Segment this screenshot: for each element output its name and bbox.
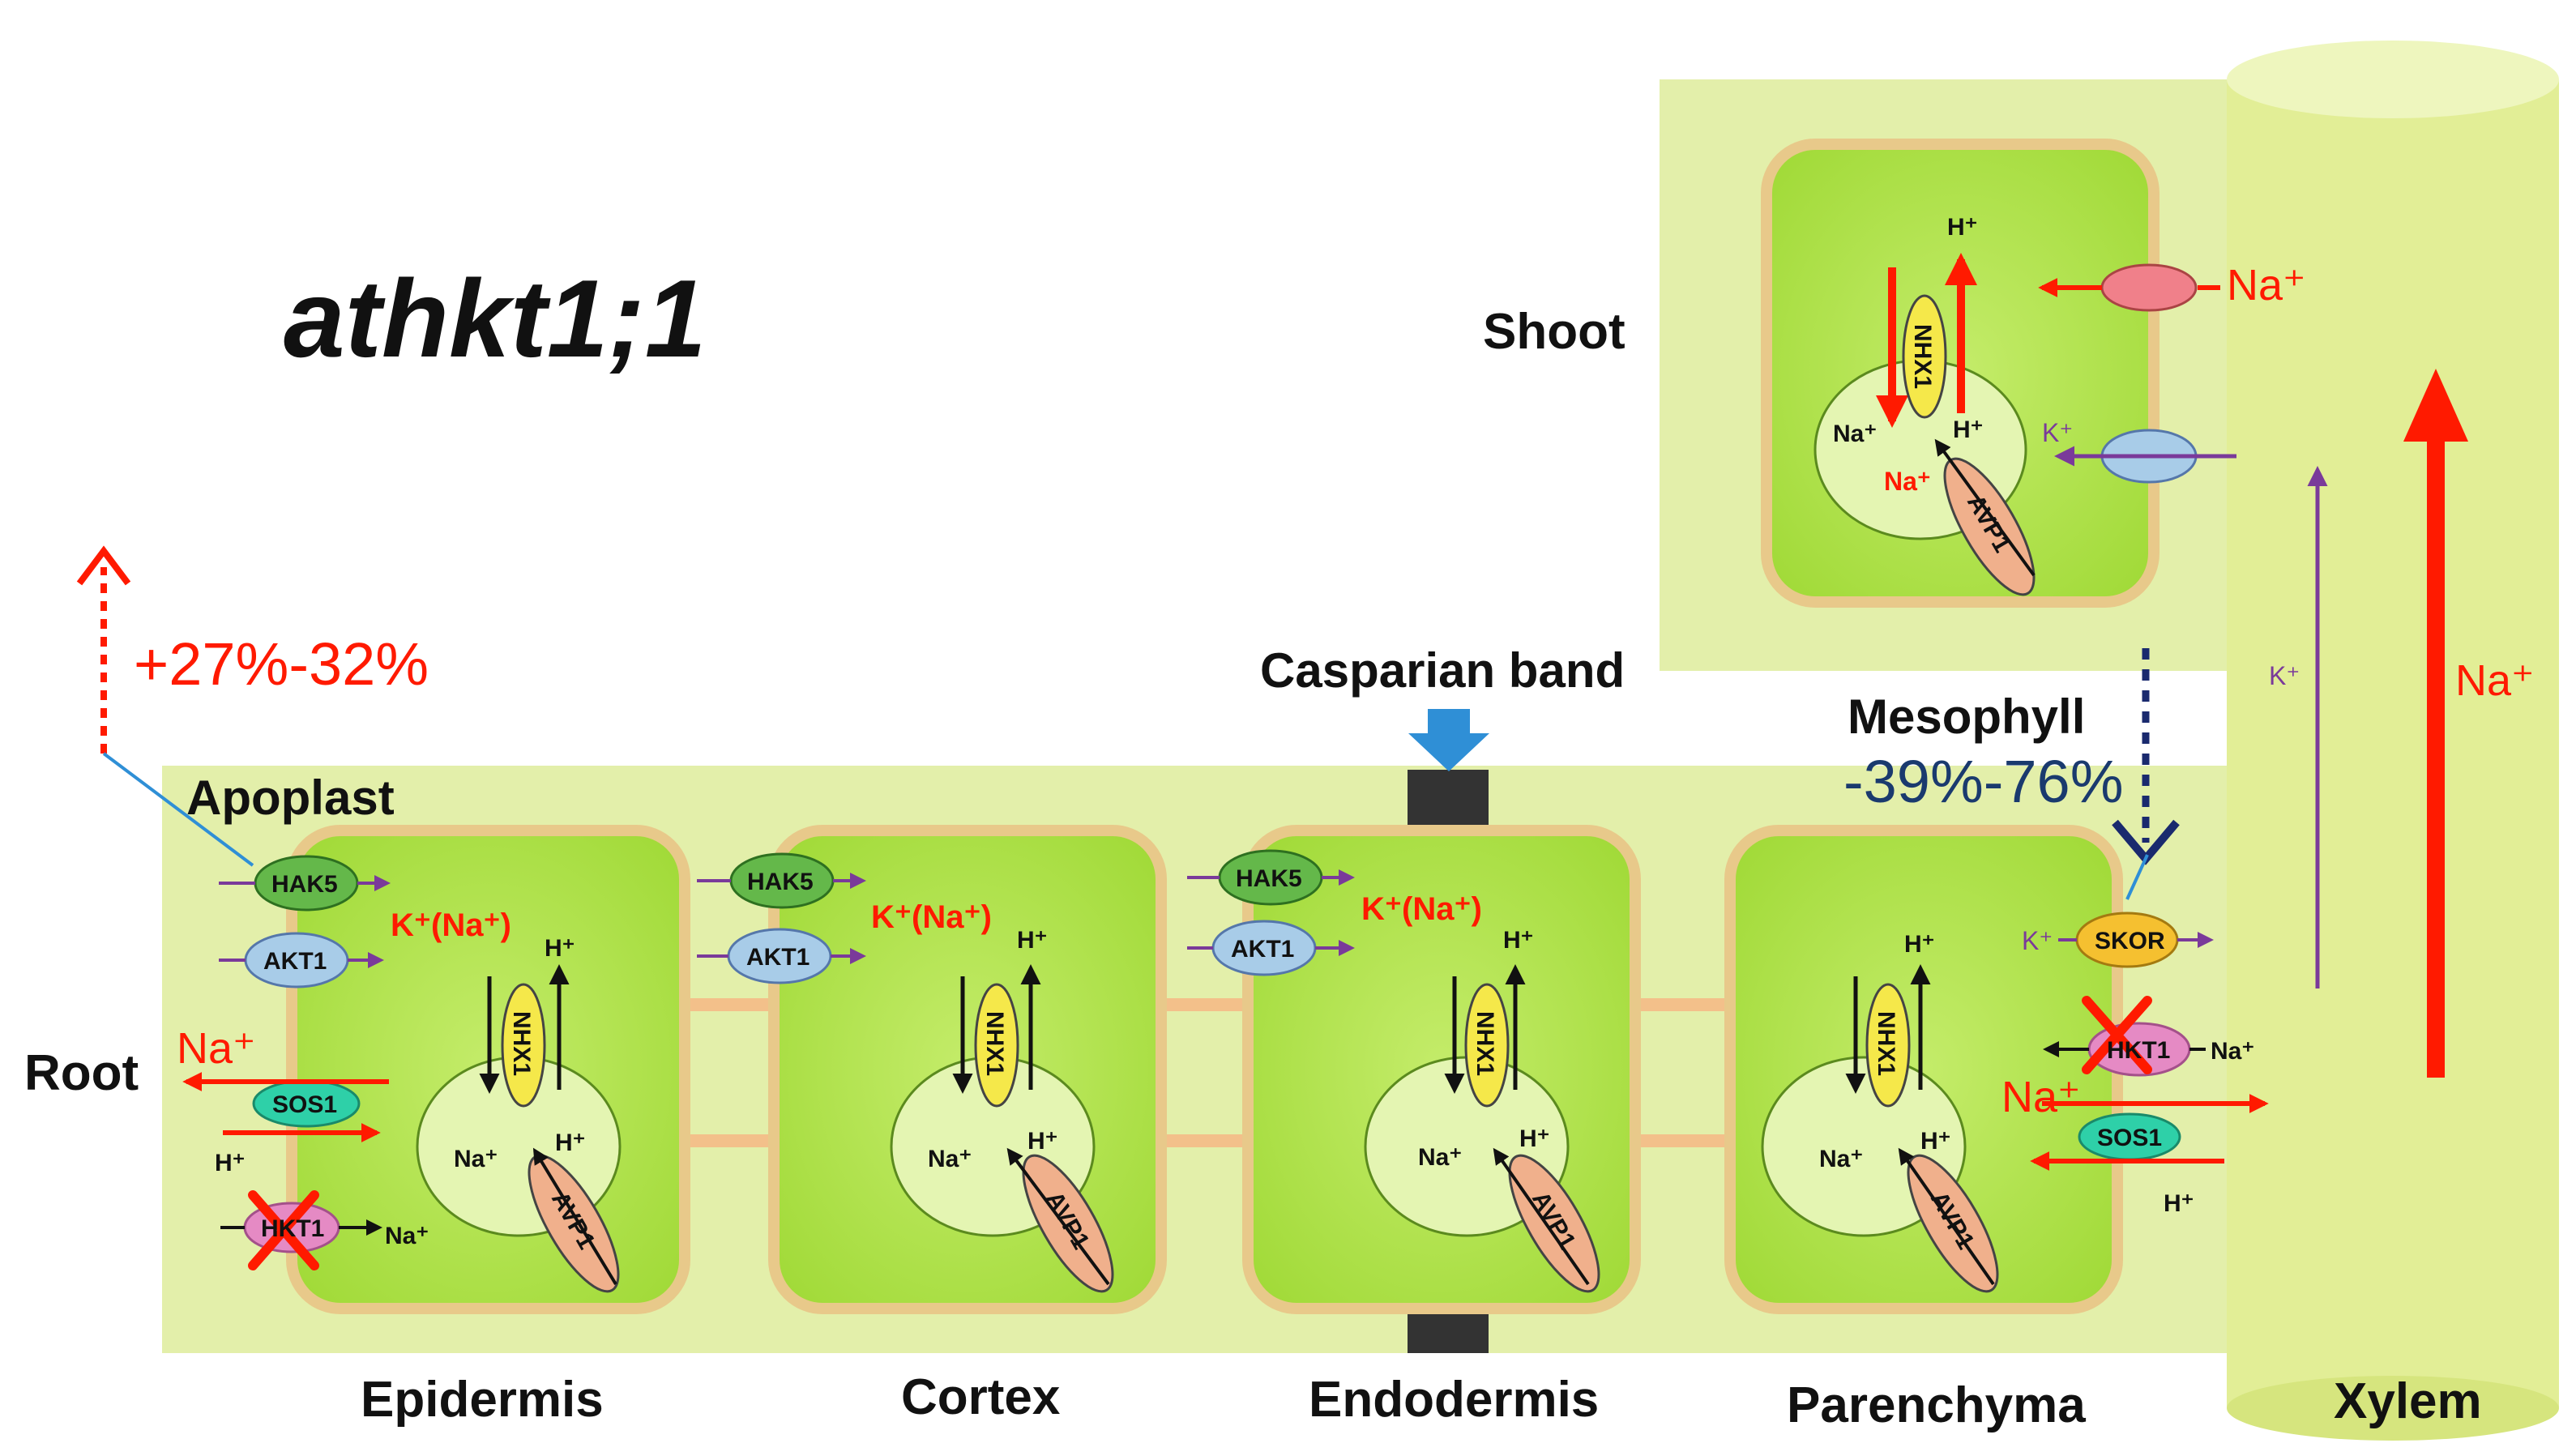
h-label-endo-vac: H⁺ xyxy=(1519,1125,1550,1152)
na-label-epi-vac: Na⁺ xyxy=(454,1146,498,1172)
na-label-hkt1-root: Na⁺ xyxy=(385,1223,429,1249)
nhx1-label-endodermis: NHX1 xyxy=(1472,1011,1498,1076)
cell-epidermis xyxy=(286,825,690,1314)
xylem-na-flow-arrow xyxy=(2403,369,2468,1078)
hkt1-label-parenchyma: HKT1 xyxy=(2107,1037,2170,1064)
na-label-meso-red: Na⁺ xyxy=(1884,467,1931,496)
k-na-label-epidermis: K⁺(Na⁺) xyxy=(391,907,511,943)
sos1-label: SOS1 xyxy=(272,1091,337,1118)
h-label-cortex-top: H⁺ xyxy=(1017,927,1048,954)
casparian-band-top xyxy=(1408,770,1489,825)
hak5-transporter xyxy=(219,855,391,912)
cell-cortex xyxy=(768,825,1167,1314)
hak5-transporter-endodermis xyxy=(1187,849,1355,906)
sos1-transporter-parenchyma xyxy=(2030,1094,2269,1171)
cell-label-endodermis: Endodermis xyxy=(1309,1372,1599,1428)
k-na-label-endodermis: K⁺(Na⁺) xyxy=(1361,891,1482,927)
h-label-cor-vac: H⁺ xyxy=(1027,1128,1058,1155)
root-label: Root xyxy=(24,1045,139,1101)
decrease-annotation: -39%-76% xyxy=(1843,748,2124,815)
na-label-meso-vac: Na⁺ xyxy=(1833,421,1877,447)
h-label-par-vac: H⁺ xyxy=(1920,1128,1951,1155)
na-label-meso-entry: Na⁺ xyxy=(2227,261,2306,310)
h-label-par-top: H⁺ xyxy=(1904,931,1935,958)
h-label-par-sos1: H⁺ xyxy=(2164,1190,2194,1217)
na-label-root: Na⁺ xyxy=(177,1024,256,1073)
na-label-par-vac: Na⁺ xyxy=(1819,1146,1863,1172)
na-label-endo-vac: Na⁺ xyxy=(1418,1144,1462,1171)
nhx1-label-cortex: NHX1 xyxy=(981,1011,1008,1076)
skor-transporter xyxy=(2058,912,2214,968)
sos1-transporter xyxy=(182,1072,389,1142)
xylem-label: Xylem xyxy=(2334,1373,2482,1429)
nhx1-label-epidermis: NHX1 xyxy=(508,1011,535,1076)
nhx1-label-mesophyll: NHX1 xyxy=(1909,324,1936,389)
na-label-cor-vac: Na⁺ xyxy=(928,1146,972,1172)
apoplast-label: Apoplast xyxy=(186,771,395,825)
k-label-skor: K⁺ xyxy=(2022,926,2053,955)
akt1-label-endodermis: AKT1 xyxy=(1231,936,1294,963)
casparian-band-label: Casparian band xyxy=(1260,643,1625,698)
h-label-meso-vac: H⁺ xyxy=(1953,416,1984,443)
cell-parenchyma xyxy=(1724,825,2123,1314)
h-label-endo-top: H⁺ xyxy=(1503,927,1534,954)
cell-label-parenchyma: Parenchyma xyxy=(1787,1377,2086,1433)
plasmodesmata xyxy=(682,998,1728,1147)
sos1-label-parenchyma: SOS1 xyxy=(2097,1125,2162,1151)
shoot-label: Shoot xyxy=(1483,304,1625,360)
cell-label-cortex: Cortex xyxy=(901,1369,1061,1425)
hak5-label-cortex: HAK5 xyxy=(747,869,814,895)
akt1-transporter xyxy=(219,932,384,988)
xylem-vessel xyxy=(2227,41,2559,1441)
skor-label: SKOR xyxy=(2095,928,2165,954)
hak5-label-endodermis: HAK5 xyxy=(1236,865,1302,892)
k-label-xylem: K⁺ xyxy=(2269,661,2300,690)
cell-label-epidermis: Epidermis xyxy=(361,1372,604,1428)
h-label-epi-vac: H⁺ xyxy=(555,1129,586,1156)
akt1-label: AKT1 xyxy=(263,948,327,975)
akt1-transporter-endodermis xyxy=(1187,920,1355,976)
hkt1-label-root: HKT1 xyxy=(261,1215,324,1242)
nhx1-label-parenchyma: NHX1 xyxy=(1873,1011,1899,1076)
casparian-down-arrow-icon xyxy=(1408,709,1489,771)
na-label-par-sos1: Na⁺ xyxy=(2001,1073,2081,1121)
cell-mesophyll xyxy=(1761,139,2236,608)
hak5-label: HAK5 xyxy=(271,871,338,898)
na-label-hkt1-par: Na⁺ xyxy=(2211,1038,2254,1065)
red-cross-icon-parenchyma xyxy=(2082,996,2152,1074)
h-label-epi-top: H⁺ xyxy=(545,935,575,962)
k-label-meso-entry: K⁺ xyxy=(2042,418,2073,447)
mesophyll-label: Mesophyll xyxy=(1848,690,2085,744)
k-na-label-cortex: K⁺(Na⁺) xyxy=(871,899,992,935)
akt1-transporter-cortex xyxy=(697,928,866,984)
increase-annotation: +27%-32% xyxy=(134,630,429,698)
h-label-meso-top: H⁺ xyxy=(1947,214,1978,241)
red-cross-icon xyxy=(248,1190,319,1270)
akt1-label-cortex: AKT1 xyxy=(746,944,810,971)
figure-title: athkt1;1 xyxy=(284,257,707,380)
na-label-xylem: Na⁺ xyxy=(2455,656,2535,705)
h-label-root: H⁺ xyxy=(215,1150,246,1176)
hak5-transporter-cortex xyxy=(697,852,866,909)
